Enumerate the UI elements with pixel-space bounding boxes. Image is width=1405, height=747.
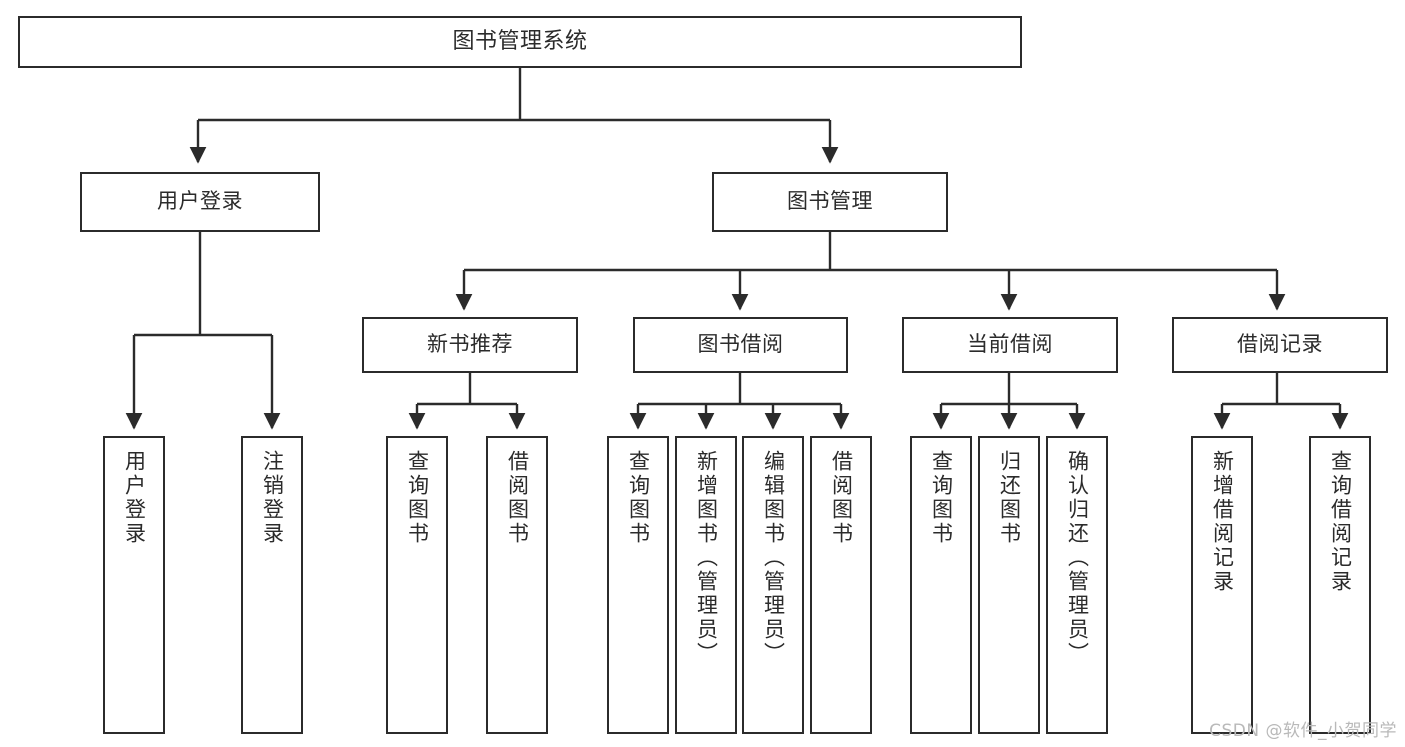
node-label: 借阅图书 (505, 450, 530, 546)
leaf-query-borrow-record[interactable]: 查询借阅记录 (1309, 436, 1371, 734)
node-label: 图书借阅 (697, 332, 784, 357)
node-label: 查询图书 (405, 450, 430, 546)
leaf-query-book-recommend[interactable]: 查询图书 (386, 436, 448, 734)
node-book-management[interactable]: 图书管理 (712, 172, 948, 232)
node-label: 当前借阅 (967, 332, 1053, 357)
node-root-system[interactable]: 图书管理系统 (18, 16, 1022, 68)
node-label: 确认归还（管理员） (1065, 450, 1090, 666)
node-label: 新书推荐 (427, 332, 513, 357)
leaf-borrow-book[interactable]: 借阅图书 (810, 436, 872, 734)
node-label: 图书管理系统 (452, 28, 588, 54)
node-label: 归还图书 (997, 450, 1022, 546)
node-label: 新增借阅记录 (1210, 450, 1235, 594)
node-label: 编辑图书（管理员） (761, 450, 786, 666)
leaf-add-borrow-record[interactable]: 新增借阅记录 (1191, 436, 1253, 734)
csdn-watermark: CSDN @软件_小贺同学 (1209, 721, 1397, 741)
leaf-return-book[interactable]: 归还图书 (978, 436, 1040, 734)
leaf-confirm-return-admin[interactable]: 确认归还（管理员） (1046, 436, 1108, 734)
leaf-add-book-admin[interactable]: 新增图书（管理员） (675, 436, 737, 734)
node-new-book-recommend[interactable]: 新书推荐 (362, 317, 578, 373)
node-label: 图书管理 (787, 189, 873, 214)
node-label: 新增图书（管理员） (694, 450, 719, 666)
leaf-user-login[interactable]: 用户登录 (103, 436, 165, 734)
node-label: 用户登录 (157, 189, 243, 214)
node-label: 借阅图书 (829, 450, 854, 546)
leaf-logout[interactable]: 注销登录 (241, 436, 303, 734)
node-label: 注销登录 (260, 450, 285, 546)
node-book-borrow[interactable]: 图书借阅 (633, 317, 848, 373)
node-borrow-record[interactable]: 借阅记录 (1172, 317, 1388, 373)
leaf-borrow-book-recommend[interactable]: 借阅图书 (486, 436, 548, 734)
leaf-query-book-borrow[interactable]: 查询图书 (607, 436, 669, 734)
node-label: 查询图书 (929, 450, 954, 546)
leaf-edit-book-admin[interactable]: 编辑图书（管理员） (742, 436, 804, 734)
node-label: 查询图书 (626, 450, 651, 546)
node-label: 借阅记录 (1237, 332, 1323, 357)
node-user-login[interactable]: 用户登录 (80, 172, 320, 232)
leaf-query-book-current[interactable]: 查询图书 (910, 436, 972, 734)
node-current-borrow[interactable]: 当前借阅 (902, 317, 1118, 373)
node-label: 用户登录 (122, 450, 147, 546)
node-label: 查询借阅记录 (1328, 450, 1353, 594)
